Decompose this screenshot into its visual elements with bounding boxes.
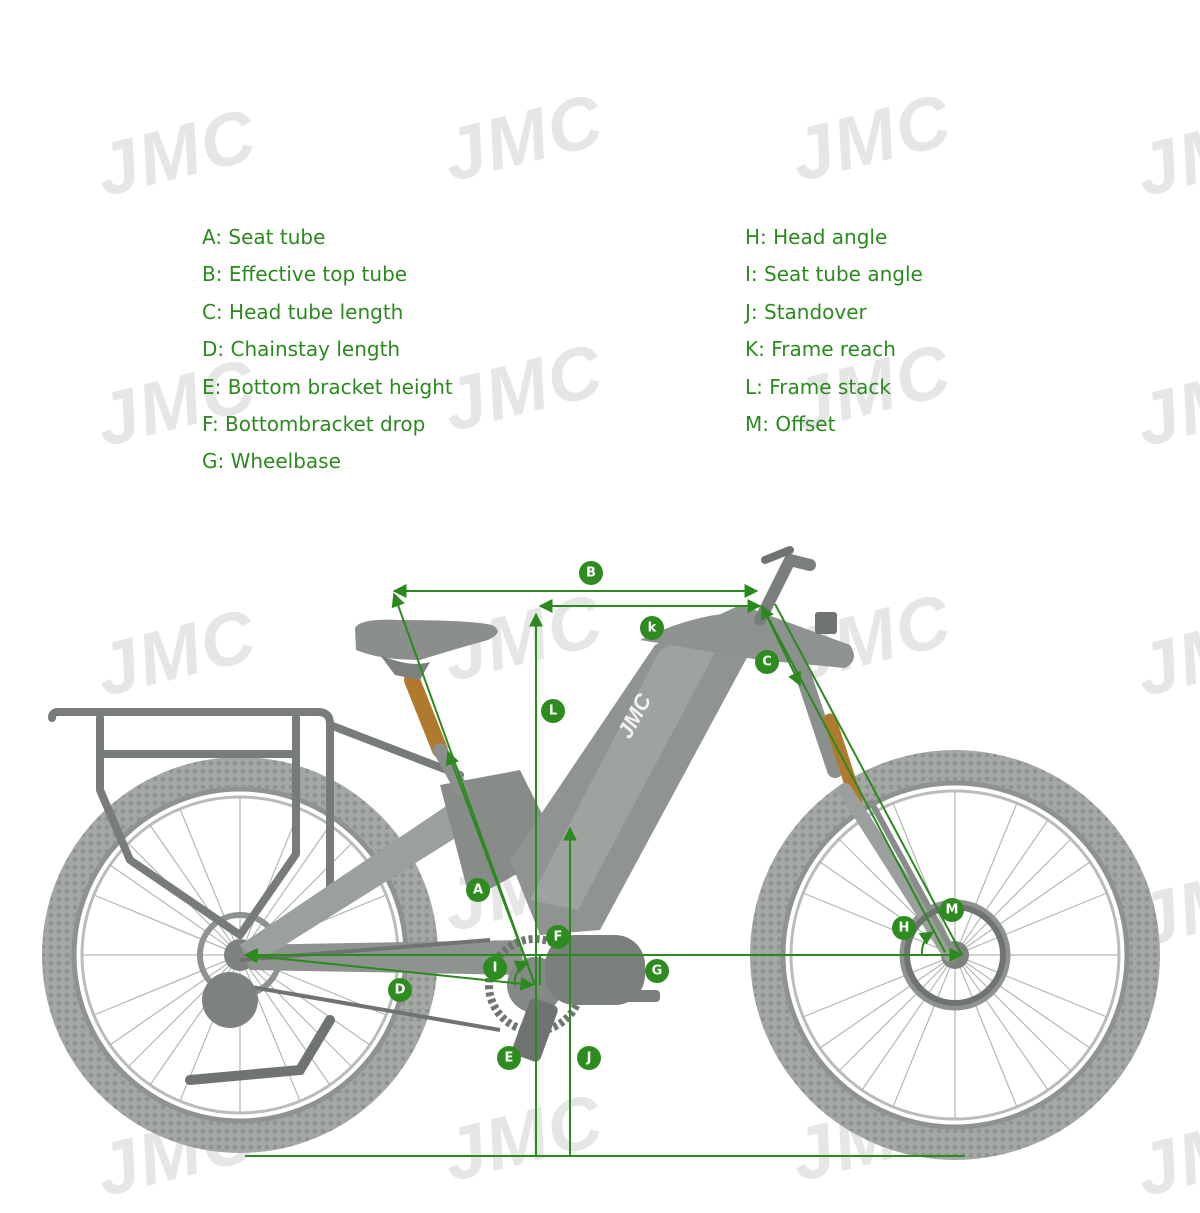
badge-a: A [466,878,490,902]
svg-text:G: G [652,964,663,979]
legend-item-m: M: Offset [745,411,836,436]
dimension-lines [243,584,965,1157]
badge-j: J [577,1046,601,1070]
legend-item-b: B: Effective top tube [202,262,408,287]
svg-text:H: H [899,921,910,936]
svg-text:D: D [395,983,406,998]
badge-c: C [755,650,779,674]
badge-d: D [388,978,412,1002]
badge-e: E [497,1046,521,1070]
legend-left: A: Seat tube B: Effective top tube C: He… [202,222,453,484]
svg-text:I: I [493,961,498,976]
svg-text:L: L [549,704,557,719]
legend-item-f: F: Bottombracket drop [202,411,426,436]
legend-item-l: L: Frame stack [745,374,892,399]
legend-item-d: D: Chainstay length [202,337,401,362]
handlebar [754,546,837,634]
svg-text:M: M [946,903,959,918]
legend-item-i: I: Seat tube angle [745,262,923,287]
svg-text:E: E [505,1051,514,1066]
seat-angle-arc [513,960,530,986]
badge-l: L [541,699,565,723]
dim-line-seat-tube [445,750,536,986]
derailleur [202,972,258,1028]
legend-item-k: K: Frame reach [745,337,896,362]
svg-text:k: k [648,621,657,636]
legend-item-a: A: Seat tube [202,225,326,249]
legend-right: H: Head angle I: Seat tube angle J: Stan… [745,222,923,446]
badge-h: H [892,916,916,940]
legend-item-h: H: Head angle [745,225,888,249]
svg-text:F: F [554,930,563,945]
badge-k: k [640,616,664,640]
badge-b: B [579,561,603,585]
svg-text:A: A [473,883,483,898]
badge-m: M [940,898,964,922]
svg-text:B: B [586,566,596,581]
rear-rack [48,708,464,939]
badge-g: G [645,959,669,983]
badges: B k C L A F I G D H M E J [388,561,964,1070]
kickstand [185,1015,335,1085]
dim-line-d [243,949,535,991]
bike-illustration: J M C [42,546,1160,1160]
fork-axis [774,603,963,956]
legend-item-j: J: Standover [745,299,867,324]
legend-item-c: C: Head tube length [202,299,404,324]
svg-text:J: J [586,1051,592,1066]
seat [355,619,498,797]
legend-item-e: E: Bottom bracket height [202,374,453,399]
steering-axis [761,605,946,953]
badge-i: I [483,956,507,980]
svg-text:C: C [762,655,772,670]
head-angle-arc [918,931,935,956]
legend-item-g: G: Wheelbase [202,449,341,474]
badge-f: F [546,925,570,949]
